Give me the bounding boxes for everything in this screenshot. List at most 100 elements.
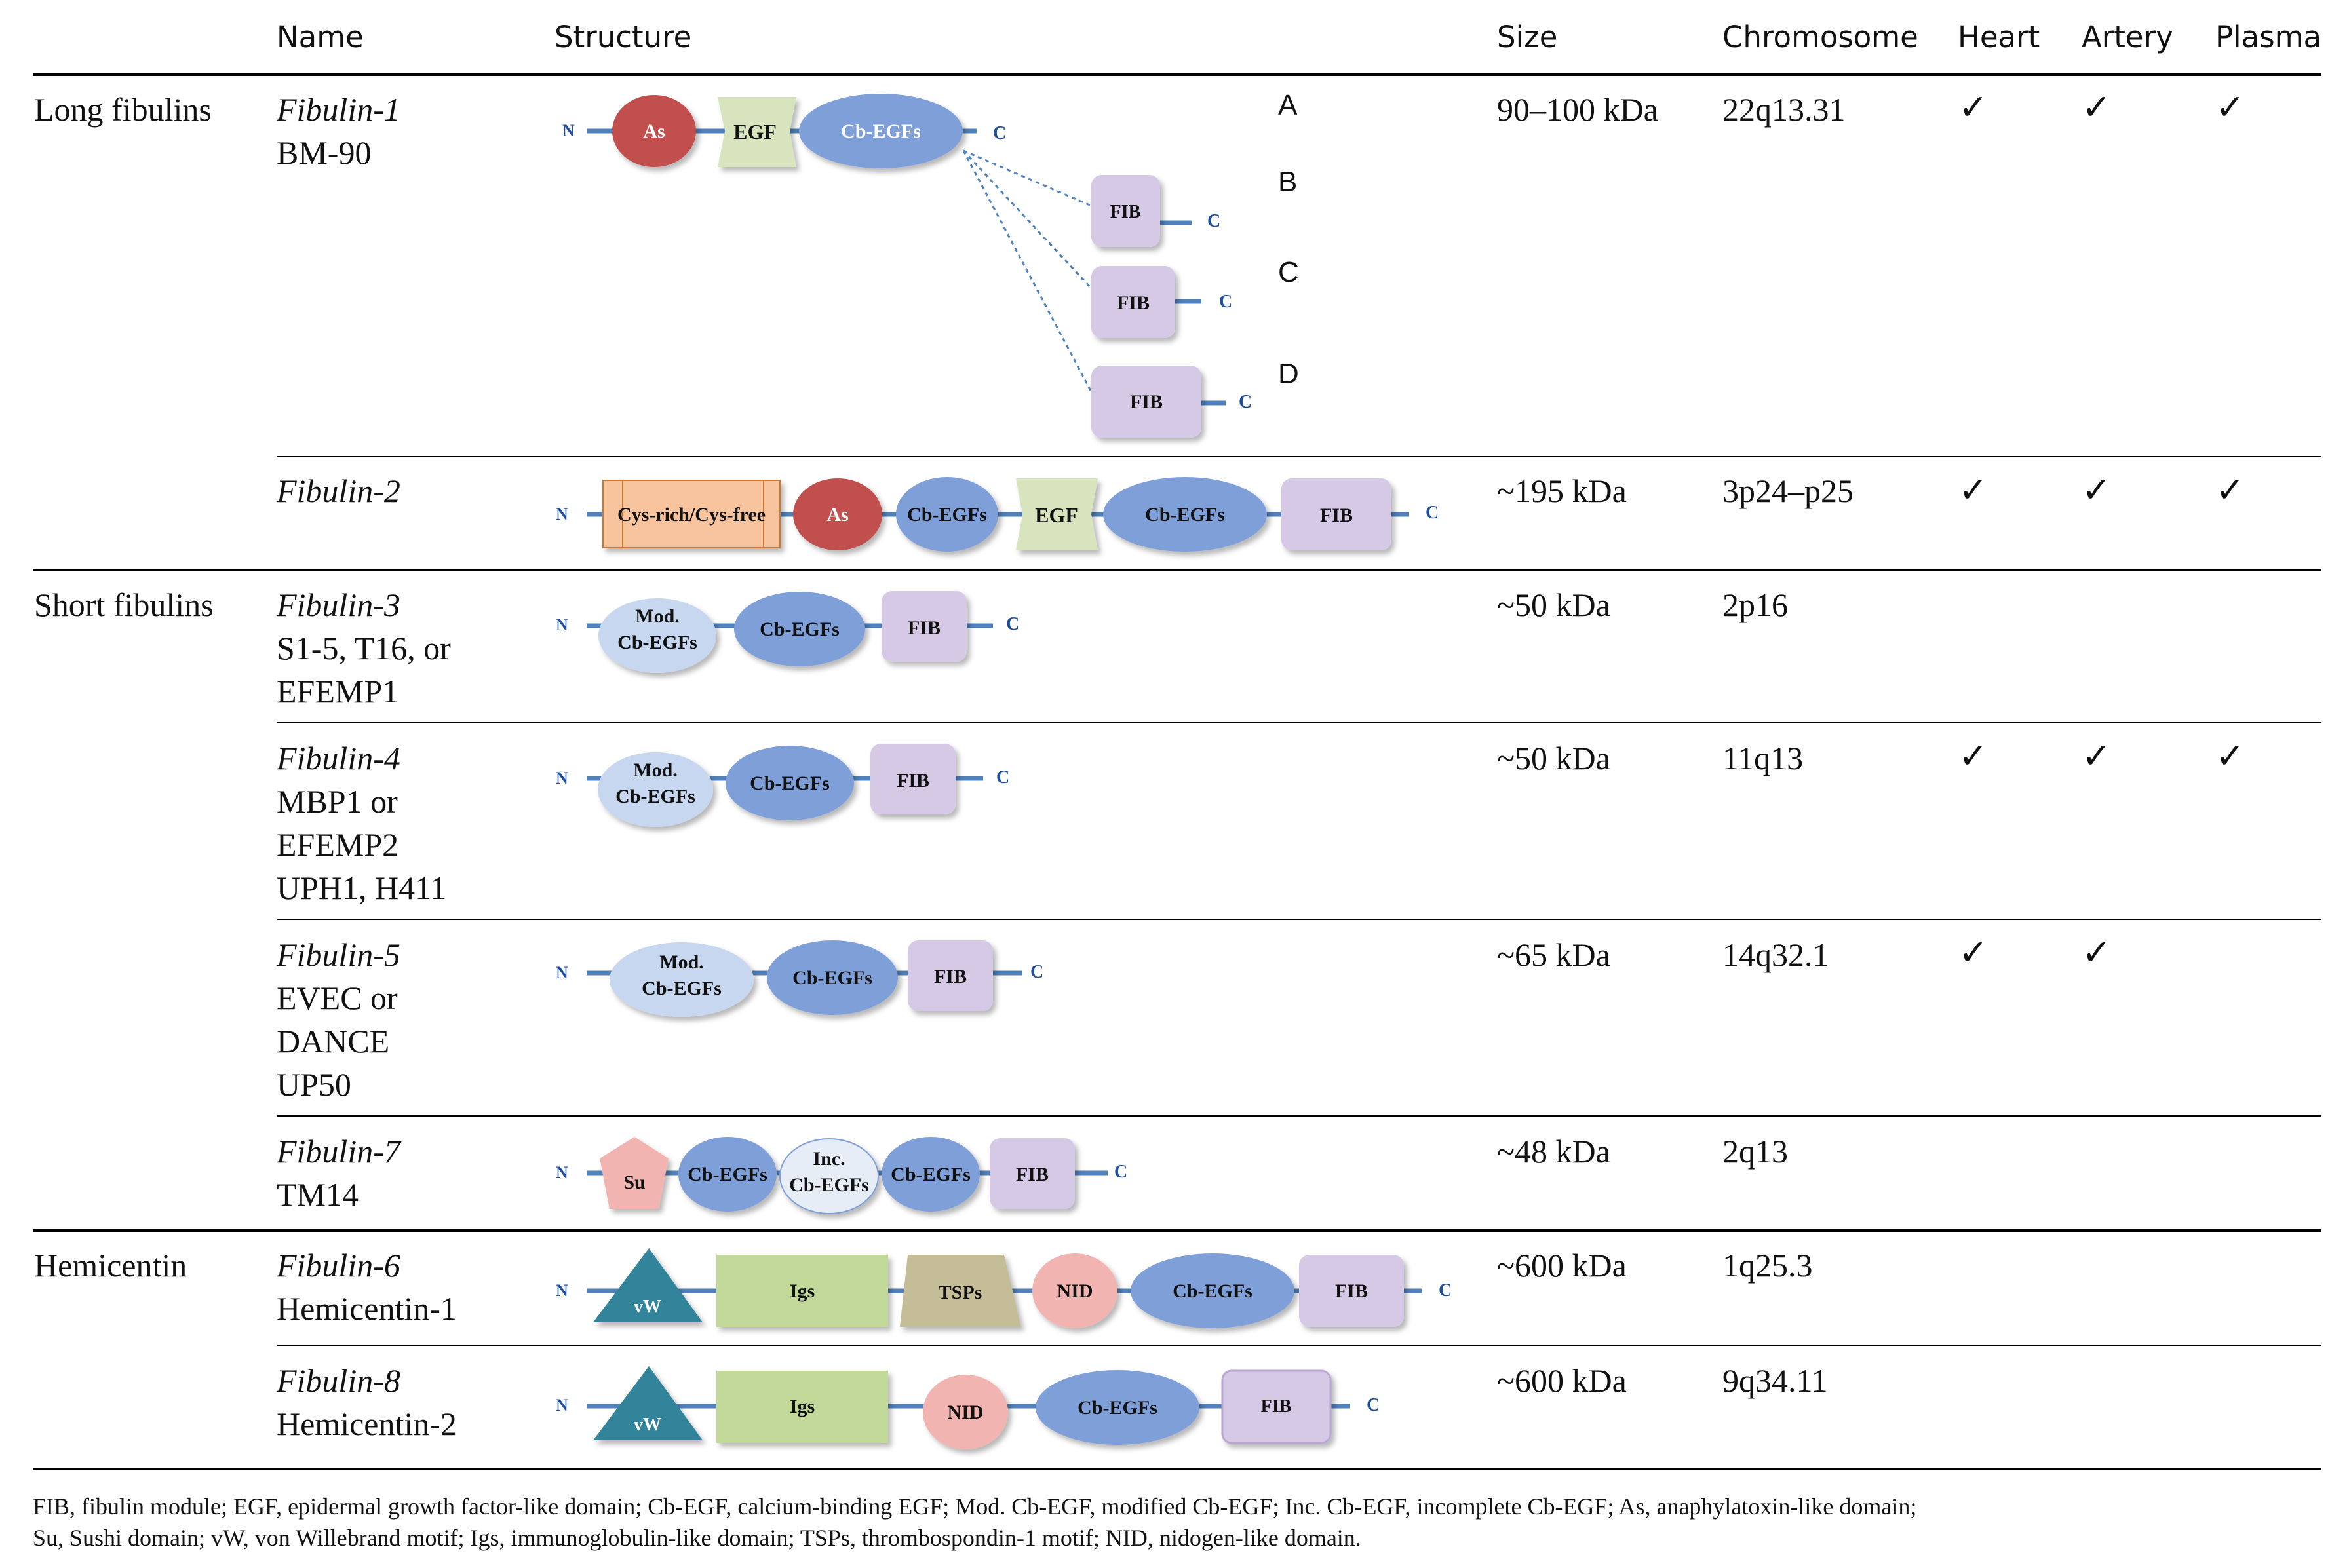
fib-label: FIB (1130, 391, 1163, 413)
vw-label: vW (634, 1415, 661, 1435)
fib-label: FIB (1320, 505, 1353, 526)
chromosome: 9q34.11 (1722, 1362, 1828, 1399)
cb-egfs-label: Cb-EGFs (792, 967, 872, 989)
nid-label: NID (947, 1402, 983, 1423)
splice-label-c: C (1278, 256, 1299, 288)
plasma-check: ✓ (2215, 735, 2245, 776)
cb-egfs-domain (1036, 1370, 1199, 1445)
n-terminus-label: N (556, 1281, 568, 1300)
fib-label: FIB (1117, 292, 1150, 314)
rule-row-5 (277, 1115, 2321, 1117)
structure-fibulin-6: N vW Igs TSPs NID Cb-EGFs FIB C (556, 1248, 1452, 1328)
fib-domain (908, 940, 993, 1011)
artery-check: ✓ (2082, 735, 2112, 776)
heart-check: ✓ (1958, 735, 1989, 776)
c-terminus-label: C (1006, 614, 1019, 634)
structure-fibulin-8: N vW Igs NID Cb-EGFs FIB C (556, 1366, 1380, 1449)
chromosome: 2p16 (1722, 586, 1788, 623)
size: ~50 kDa (1497, 740, 1610, 776)
c-terminus-label: C (996, 767, 1009, 788)
plasma-check: ✓ (2215, 86, 2245, 128)
chromosome: 2q13 (1722, 1133, 1788, 1170)
cb-egfs-domain (896, 477, 998, 552)
immunoglobulin-domain (716, 1255, 888, 1327)
anaphylatoxin-label: As (826, 504, 848, 526)
nid-label: NID (1057, 1280, 1093, 1302)
nidogen-domain (1032, 1253, 1117, 1328)
group-hemicentin: Hemicentin (34, 1247, 187, 1284)
cb-egfs-domain (1131, 1253, 1294, 1328)
size: ~195 kDa (1497, 472, 1627, 509)
c-terminus-label: C (1367, 1395, 1380, 1415)
inc-label: Inc. (813, 1148, 845, 1170)
header-size: Size (1497, 20, 1558, 54)
cb-egfs-label: Cb-EGFs (615, 786, 695, 807)
anaphylatoxin-label: As (643, 121, 665, 142)
fib-label: FIB (1016, 1164, 1049, 1185)
n-terminus-label: N (556, 769, 568, 788)
egf-label: EGF (733, 120, 777, 143)
von-willebrand-domain (593, 1248, 703, 1322)
cb-egfs-domain (882, 1137, 980, 1212)
alias: DANCE (277, 1023, 390, 1060)
alias: EVEC or (277, 980, 398, 1016)
chromosome: 1q25.3 (1722, 1247, 1813, 1284)
c-terminus-label: C (1426, 503, 1439, 523)
group-long: Long fibulins (34, 91, 212, 128)
n-terminus-label: N (556, 1163, 568, 1182)
size: ~48 kDa (1497, 1133, 1610, 1170)
egf-label: EGF (1035, 503, 1078, 527)
size: ~65 kDa (1497, 936, 1610, 973)
rule-bottom (33, 1468, 2321, 1470)
alias: MBP1 or (277, 783, 398, 820)
rule-row-1 (277, 456, 2321, 457)
cb-egfs-label: Cb-EGFs (1173, 1280, 1252, 1302)
plasma-check: ✓ (2215, 469, 2245, 510)
modified-cb-egfs-domain (598, 598, 716, 673)
egf-domain (1016, 478, 1098, 550)
n-terminus-label: N (556, 963, 568, 982)
heart-check: ✓ (1958, 469, 1989, 510)
fib-domain (1299, 1255, 1404, 1327)
splice-label-b: B (1278, 166, 1297, 198)
cb-egfs-domain (1103, 477, 1267, 552)
cys-rich-domain (602, 480, 781, 548)
cb-egfs-label: Cb-EGFs (1145, 504, 1225, 526)
cb-egfs-label: Cb-EGFs (907, 504, 987, 526)
artery-check: ✓ (2082, 86, 2112, 128)
c-terminus-label: C (993, 123, 1006, 143)
cys-rich-label: Cys-rich/Cys-free (617, 504, 766, 526)
header-heart: Heart (1958, 20, 2040, 54)
n-terminus-label: N (556, 615, 568, 634)
fib-domain-d (1091, 366, 1201, 438)
header-chromosome: Chromosome (1722, 20, 1918, 54)
structure-fibulin-3: N Mod. Cb-EGFs Cb-EGFs FIB C (556, 591, 1019, 673)
igs-label: Igs (790, 1280, 815, 1302)
von-willebrand-domain (593, 1366, 703, 1440)
rule-header (33, 73, 2321, 76)
mod-label: Mod. (635, 605, 680, 627)
fib-domain (870, 744, 956, 814)
alias: EFEMP1 (277, 673, 399, 710)
splice-label-a: A (1278, 89, 1298, 121)
fib-label: FIB (1335, 1280, 1368, 1302)
fib-domain-c (1091, 266, 1175, 338)
fib-domain-b (1091, 175, 1160, 247)
group-short: Short fibulins (34, 586, 214, 623)
c-terminus-label: C (1030, 962, 1043, 982)
splice-label-d: D (1278, 358, 1299, 390)
incomplete-cb-egfs-domain (779, 1138, 879, 1214)
fib-domain (1281, 478, 1391, 550)
fib-domain (1221, 1369, 1332, 1444)
modified-cb-egfs-domain (610, 942, 754, 1017)
size: ~50 kDa (1497, 586, 1610, 623)
anaphylatoxin-domain (793, 478, 882, 550)
fib-domain (882, 591, 967, 662)
structure-fibulin-4: N Mod. Cb-EGFs Cb-EGFs FIB C (556, 744, 1009, 827)
fib-label: FIB (1110, 202, 1141, 222)
size: ~600 kDa (1497, 1362, 1627, 1399)
header-name: Name (277, 20, 364, 54)
rule-short (33, 1229, 2321, 1232)
nidogen-domain (923, 1375, 1008, 1449)
